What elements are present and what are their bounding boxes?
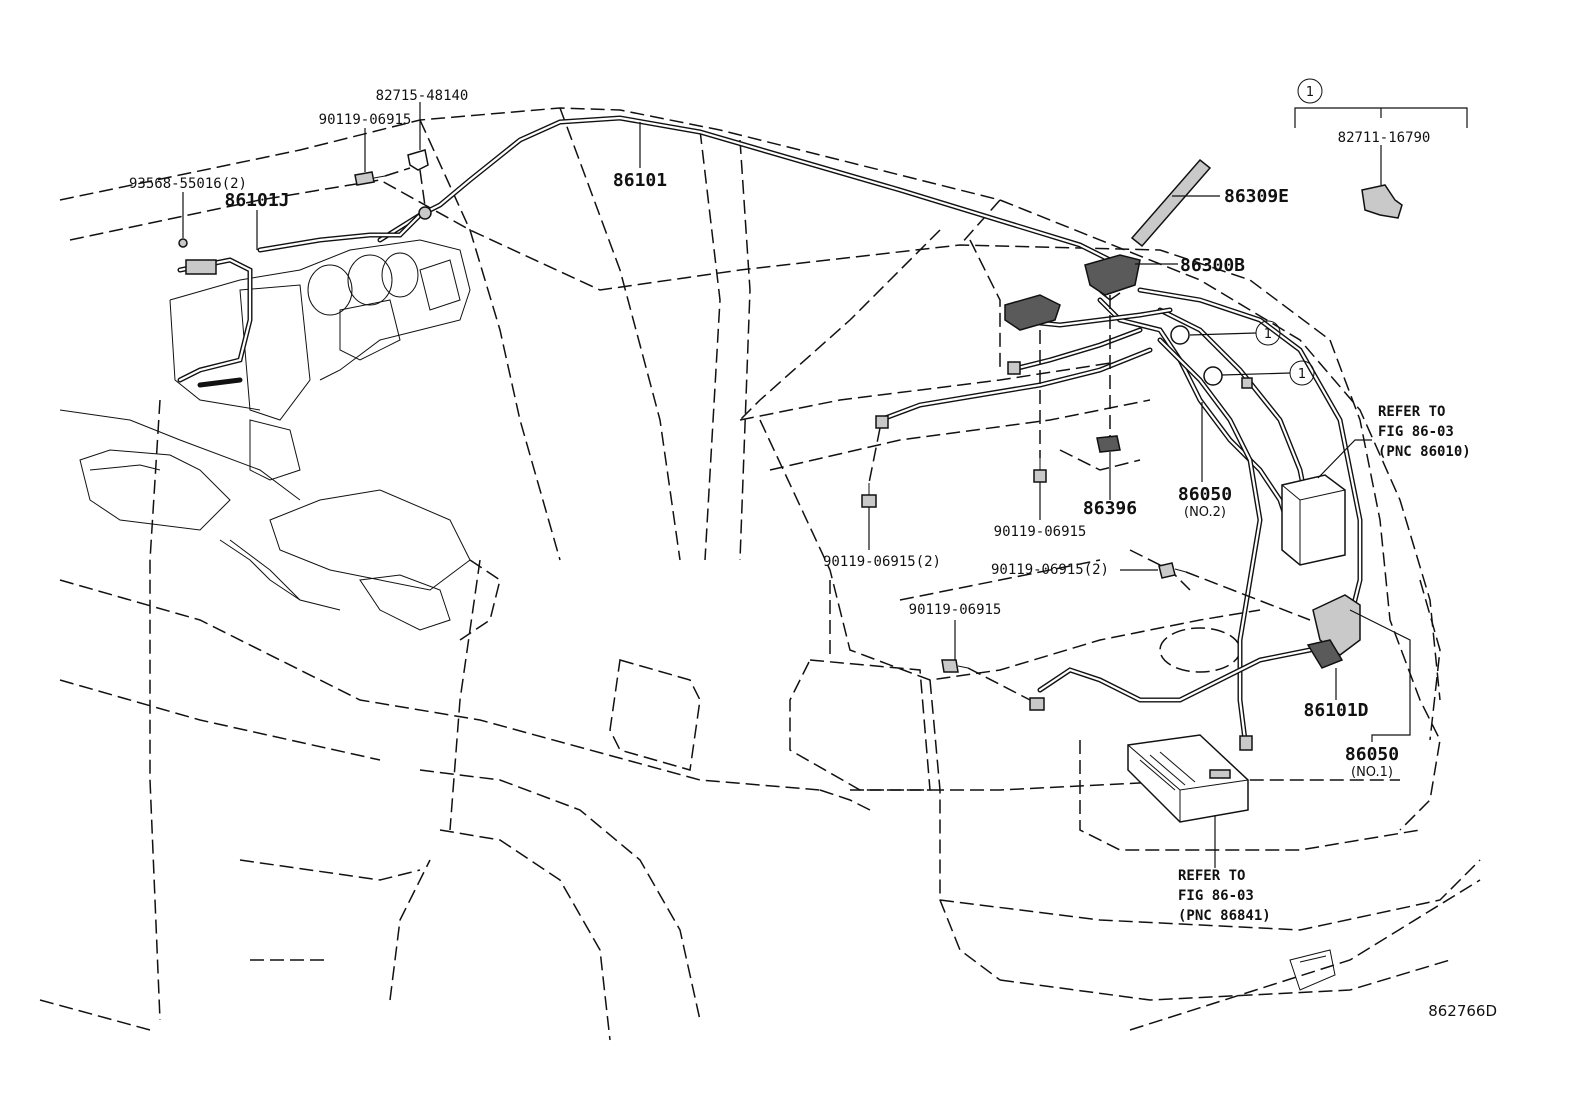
callout-number-b: 1 (1298, 367, 1306, 382)
label-86050-no1-note: (NO.1) (1351, 765, 1393, 780)
diagram-id: 862766D (1428, 1002, 1497, 1020)
label-86050-no2: 86050 (1178, 484, 1232, 505)
callout-circle-b (1289, 360, 1315, 386)
antenna-cable (177, 115, 1363, 743)
label-82715-48140: 82715-48140 (376, 88, 469, 104)
cd-changer (1127, 734, 1249, 823)
vehicle-body-outline (39, 107, 1481, 1041)
refer-right-line2: FIG 86-03 (1378, 424, 1454, 440)
antenna-rod-86309E (1130, 158, 1212, 248)
bolts (178, 171, 1187, 673)
label-93568-55016: 93568-55016(2) (129, 176, 247, 192)
label-86396: 86396 (1083, 498, 1137, 519)
label-90119-left-2: 90119-06915(2) (823, 554, 941, 570)
wire-connectors (185, 259, 1253, 751)
label-86050-no2-note: (NO.2) (1184, 505, 1226, 520)
module-86050-no1 (1306, 594, 1361, 669)
label-90119-right-2: 90119-06915(2) (991, 562, 1109, 578)
label-86050-no1: 86050 (1345, 744, 1399, 765)
label-86101J: 86101J (224, 190, 289, 211)
receiver-module (1281, 474, 1346, 566)
refer-right-line3: (PNC 86010) (1378, 444, 1471, 460)
label-86309E: 86309E (1224, 186, 1289, 207)
part-labels: 1 82711-16790 82715-48140 90119-06915 93… (129, 78, 1497, 1020)
label-82711-16790: 82711-16790 (1338, 130, 1431, 146)
refer-right-line1: REFER TO (1378, 404, 1445, 420)
label-86300B: 86300B (1180, 255, 1245, 276)
connector-82711 (1361, 184, 1403, 219)
clamp-82715 (407, 149, 432, 220)
label-90119-lower: 90119-06915 (909, 602, 1002, 618)
grommet-86396 (1096, 435, 1121, 453)
leader-lines (182, 102, 1468, 868)
refer-bottom-line2: FIG 86-03 (1178, 888, 1254, 904)
antenna-base-86300B (1084, 254, 1141, 301)
kit-circle (1297, 78, 1323, 104)
label-86101D: 86101D (1303, 700, 1368, 721)
callout-circle-a (1255, 320, 1281, 346)
antenna-amplifier (1004, 294, 1061, 331)
callout-number-a: 1 (1264, 327, 1272, 342)
label-86101: 86101 (613, 170, 667, 191)
label-90119-center: 90119-06915 (994, 524, 1087, 540)
refer-bottom-line1: REFER TO (1178, 868, 1245, 884)
kit-circle-number: 1 (1306, 85, 1314, 100)
refer-bottom-line3: (PNC 86841) (1178, 908, 1271, 924)
label-90119-top: 90119-06915 (319, 112, 412, 128)
